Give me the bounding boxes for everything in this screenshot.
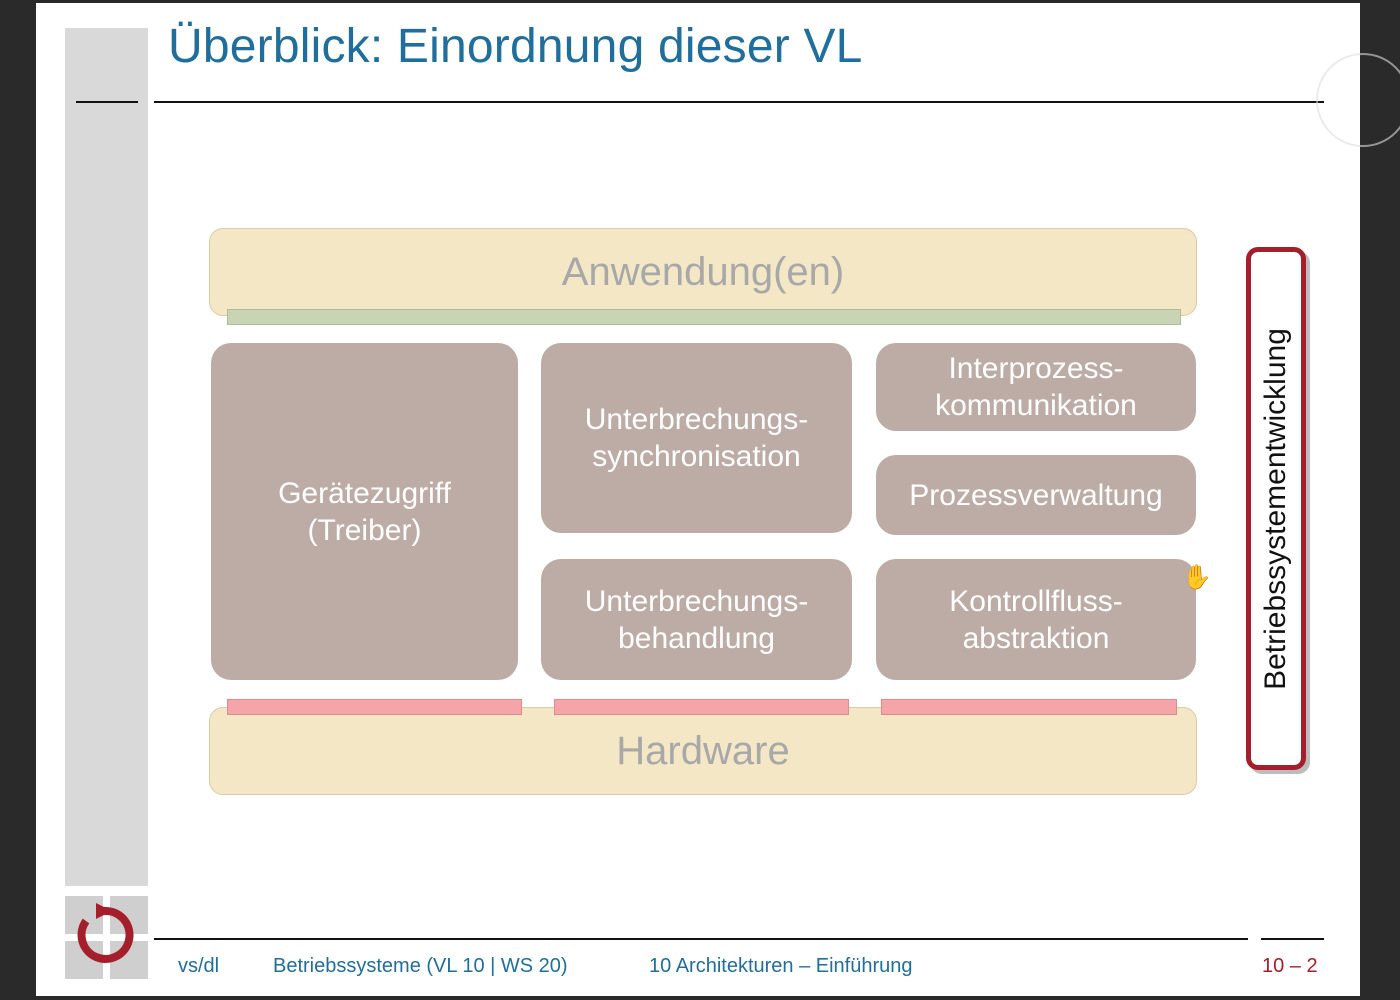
footer-chapter: 10 Architekturen – Einführung <box>649 955 913 977</box>
module-control-flow: Kontrollfluss- abstraktion <box>876 559 1196 680</box>
side-label-box: Betriebssystementwicklung <box>1246 247 1306 770</box>
title-rule <box>154 101 1324 103</box>
side-label: Betriebssystementwicklung <box>1259 327 1292 690</box>
module-process-management: Prozessverwaltung <box>876 455 1196 535</box>
logo-circular-arrow-icon <box>77 903 134 963</box>
footer-page-number: 10 – 2 <box>1262 955 1318 977</box>
interface-strip-hw-3 <box>881 699 1177 715</box>
module-interrupt-handling: Unterbrechungs- behandlung <box>541 559 852 680</box>
module-interrupt-sync: Unterbrechungs- synchronisation <box>541 343 852 533</box>
interface-strip-top <box>227 309 1181 325</box>
hand-cursor-icon: ✋ <box>1182 564 1212 591</box>
layer-applications: Anwendung(en) <box>209 228 1197 316</box>
module-device-access: Gerätezugriff (Treiber) <box>211 343 518 680</box>
slide-title: Überblick: Einordnung dieser VL <box>168 20 863 73</box>
slide: Überblick: Einordnung dieser VL Anwendun… <box>36 3 1400 996</box>
footer-rule-right <box>1261 938 1324 940</box>
title-rule-left <box>76 101 138 103</box>
layer-hardware: Hardware <box>209 707 1197 795</box>
university-seal-icon <box>1316 53 1400 147</box>
module-ipc: Interprozess- kommunikation <box>876 343 1196 431</box>
footer-rule <box>154 938 1248 940</box>
footer-course: Betriebssysteme (VL 10 | WS 20) <box>273 955 568 977</box>
left-sidebar-bar <box>65 28 148 886</box>
interface-strip-hw-2 <box>554 699 849 715</box>
interface-strip-hw-1 <box>227 699 522 715</box>
footer-author: vs/dl <box>178 955 220 977</box>
